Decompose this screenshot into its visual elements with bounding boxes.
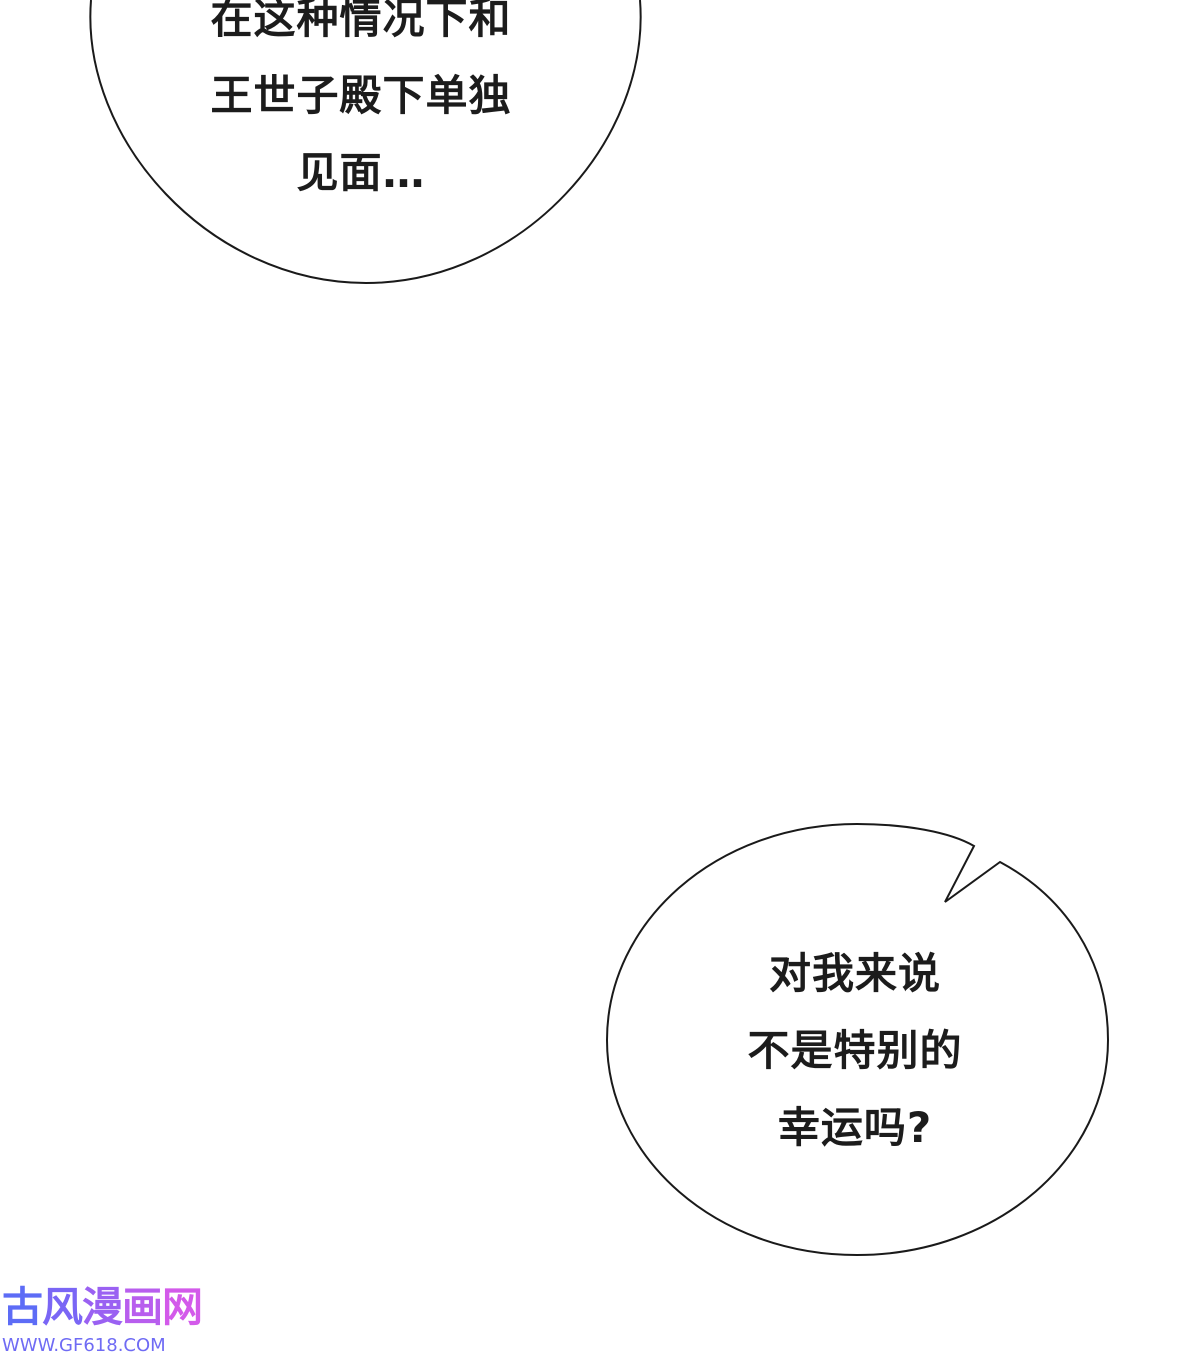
watermark-url: WWW.GF618.COM (2, 1335, 166, 1356)
speech-line: 见面… (296, 148, 426, 197)
speech-line: 在这种情况下和 (210, 0, 512, 43)
watermark-char: 网 (162, 1283, 203, 1331)
speech-line: 王世子殿下单独 (210, 71, 512, 120)
speech-bubble-bottom (605, 822, 1110, 1257)
speech-bubble-top (89, 0, 642, 285)
watermark-char: 漫 (82, 1283, 123, 1331)
watermark-logo: 古风漫画网 (2, 1282, 232, 1332)
watermark-char: 风 (42, 1283, 83, 1331)
watermark-char: 画 (122, 1283, 163, 1331)
site-watermark: 古风漫画网 WWW.GF618.COM (2, 1282, 232, 1357)
speech-bubble-top-text: 在这种情况下和 王世子殿下单独 见面… (166, 0, 556, 211)
speech-line: 对我来说 (768, 949, 941, 998)
speech-line: 不是特别的 (747, 1026, 963, 1075)
speech-line: 幸运吗? (777, 1103, 933, 1152)
speech-bubble-bottom-text: 对我来说 不是特别的 幸运吗? (700, 935, 1010, 1166)
watermark-char: 古 (2, 1283, 43, 1331)
